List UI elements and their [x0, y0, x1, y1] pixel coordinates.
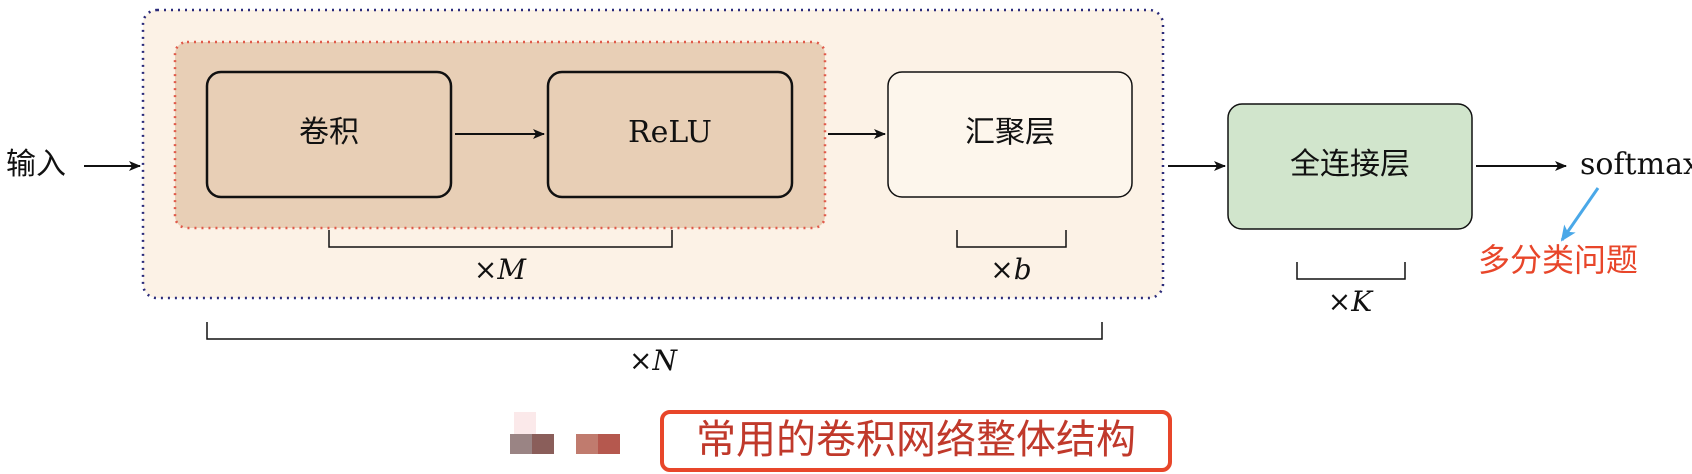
caption-box: 常用的卷积网络整体结构	[660, 410, 1172, 472]
fc-label: 全连接层	[1290, 147, 1410, 182]
mult-n-label: ×N	[629, 344, 678, 377]
bracket-m	[328, 230, 673, 248]
relu-node: ReLU	[546, 70, 794, 199]
mult-k-label: ×K	[1328, 285, 1374, 318]
relu-label: ReLU	[628, 115, 712, 150]
conv-node: 卷积	[205, 70, 453, 199]
pool-label: 汇聚层	[965, 115, 1055, 150]
conv-label: 卷积	[299, 115, 359, 150]
output-label: softmax	[1580, 147, 1692, 182]
caption-label: 常用的卷积网络整体结构	[696, 417, 1136, 463]
bracket-b	[956, 230, 1067, 248]
annotation-label: 多分类问题	[1478, 241, 1638, 279]
pool-node: 汇聚层	[887, 71, 1133, 198]
annotation-arrow	[1560, 187, 1600, 242]
mult-b-label: ×b	[990, 253, 1031, 286]
bracket-n	[206, 322, 1103, 340]
pixel-decoration	[510, 412, 620, 454]
bracket-k	[1296, 262, 1406, 280]
mult-m-label: ×M	[474, 253, 527, 286]
input-label: 输入	[6, 147, 66, 182]
fc-node: 全连接层	[1227, 103, 1473, 230]
